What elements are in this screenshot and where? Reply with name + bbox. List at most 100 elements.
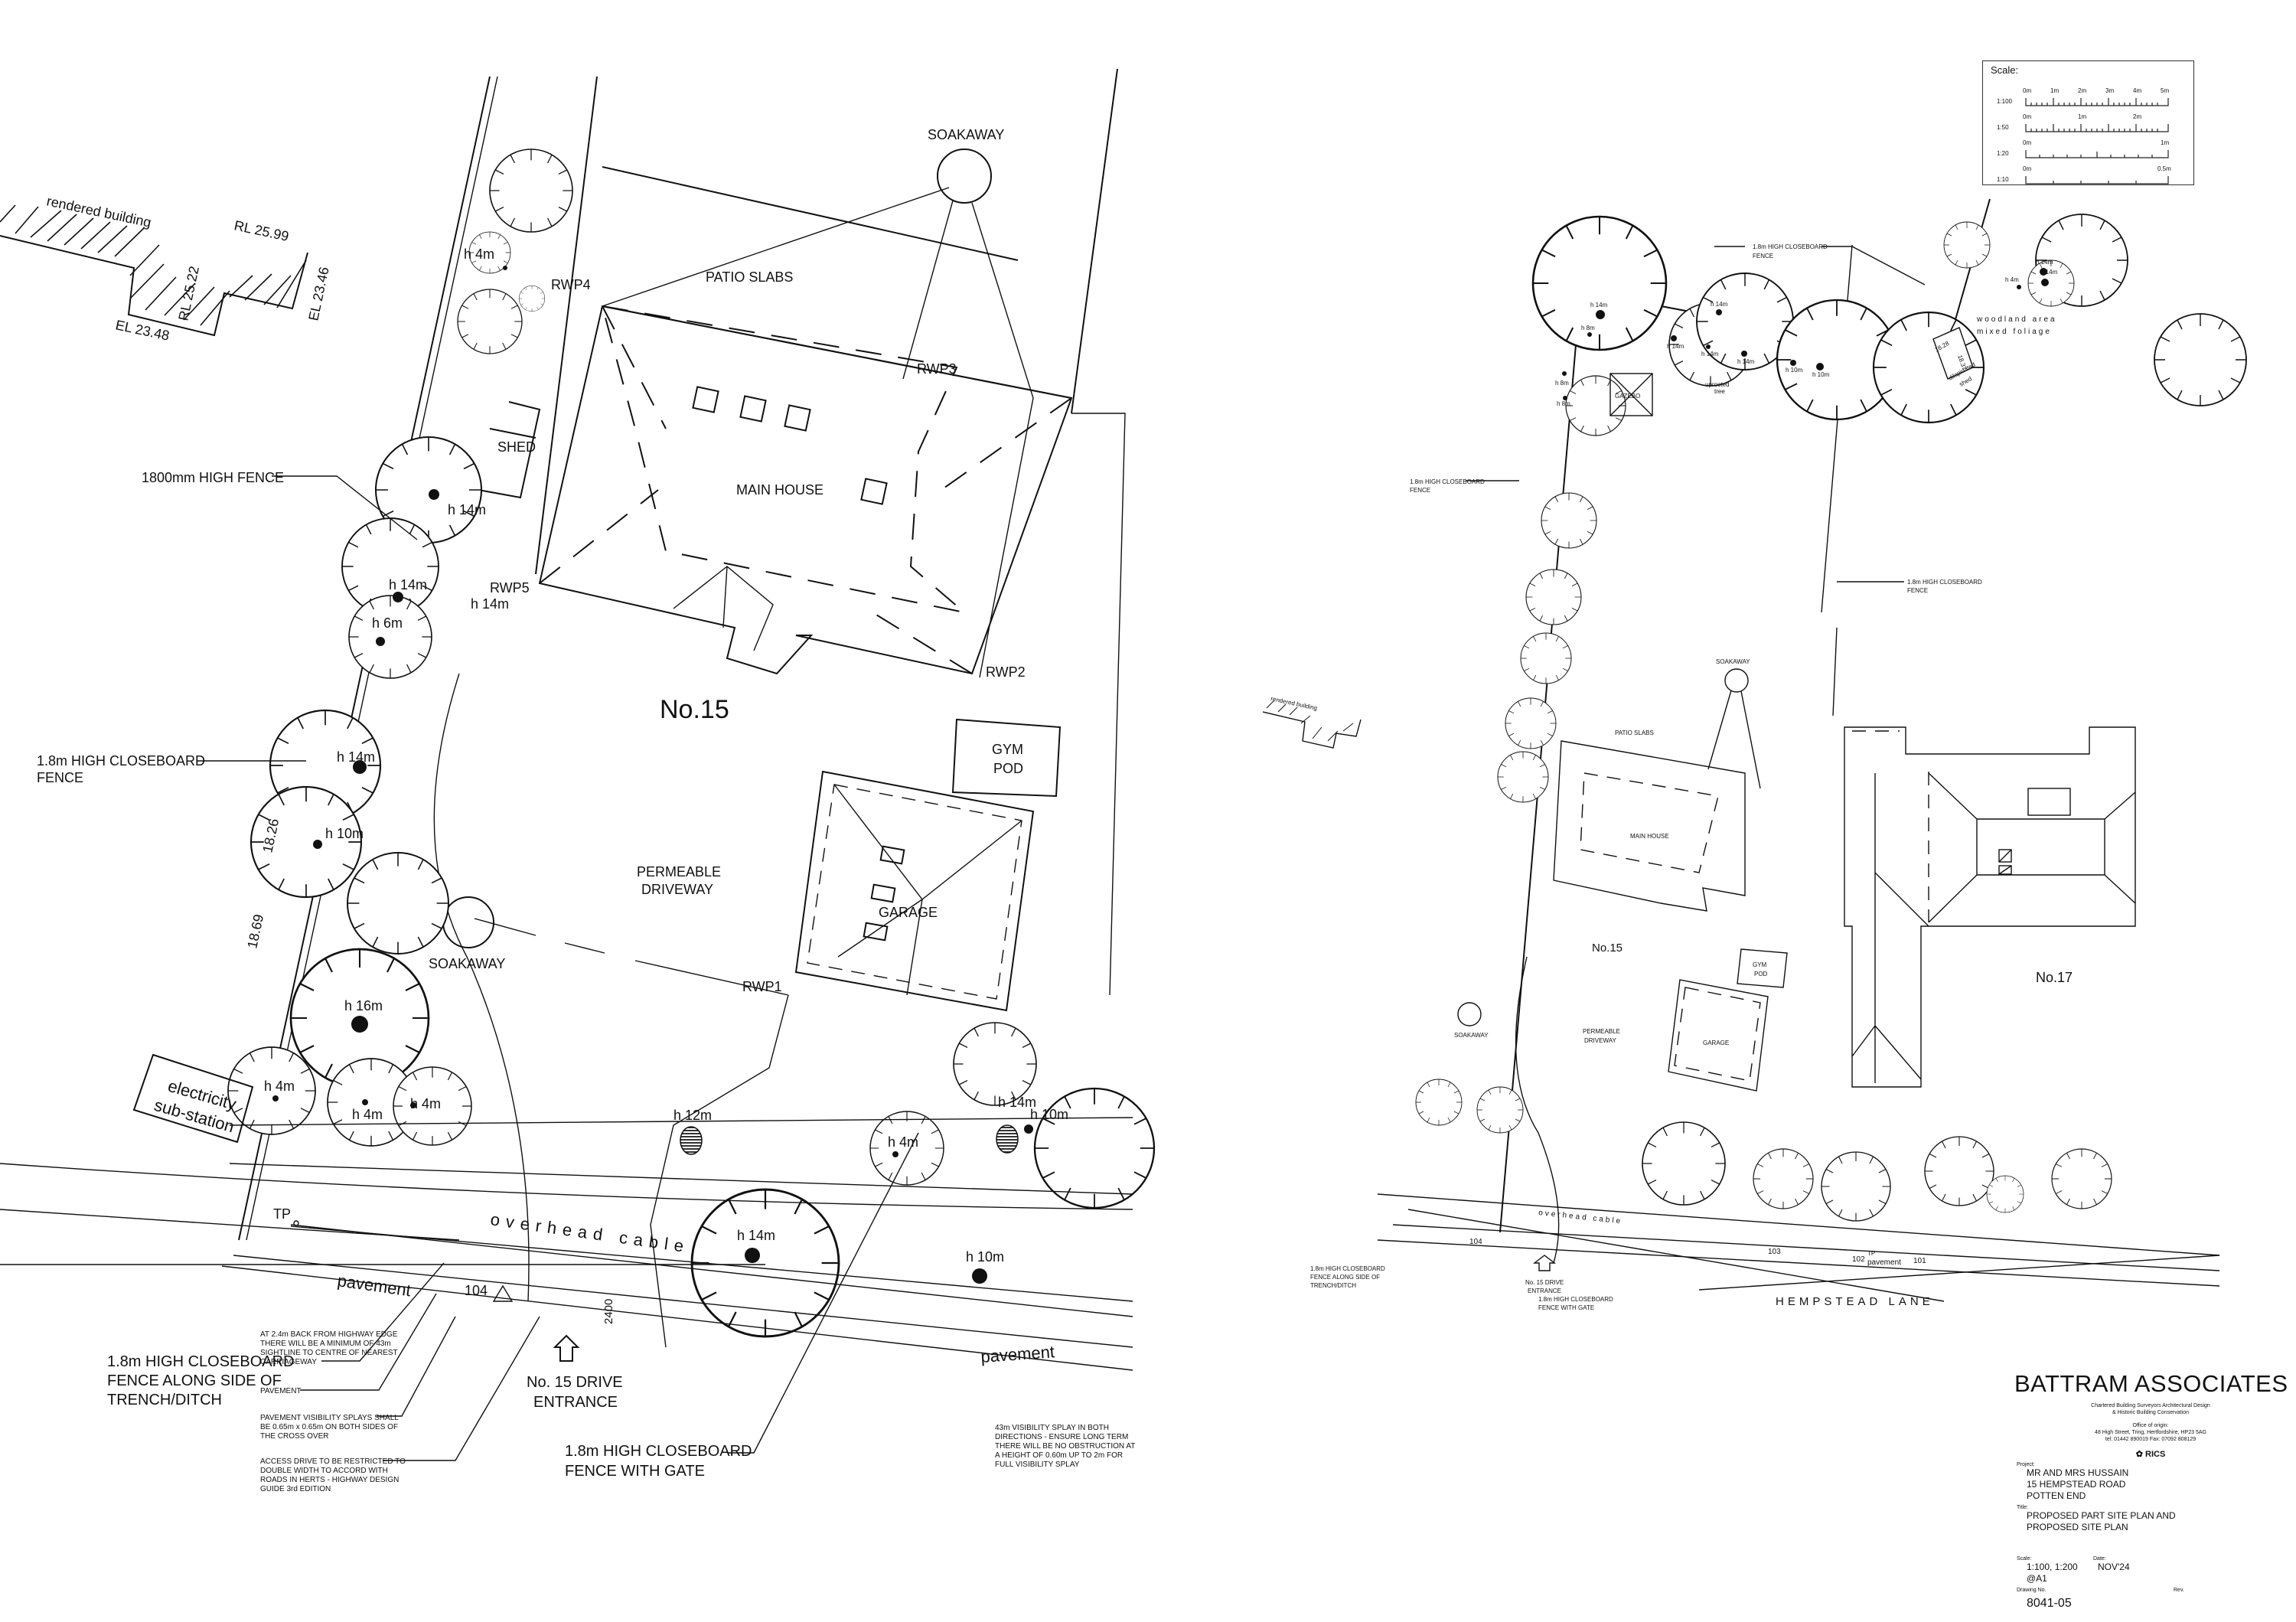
svg-text:0.5m: 0.5m: [2157, 165, 2171, 172]
svg-text:3m: 3m: [2105, 87, 2114, 94]
soakaway-top: [937, 148, 992, 204]
svg-text:h 4m: h 4m: [2005, 276, 2019, 283]
svg-text:TRENCH/DITCH: TRENCH/DITCH: [107, 1392, 222, 1408]
svg-text:PERMEABLE: PERMEABLE: [637, 864, 721, 880]
svg-text:4m: 4m: [2133, 87, 2141, 94]
svg-text:RWP3: RWP3: [917, 361, 957, 377]
part-site-plan: rendered building RL 25.99 RL 25.22 EL 2…: [0, 68, 1156, 1493]
svg-text:104: 104: [1469, 1238, 1482, 1246]
svg-text:BE 0.65m x 0.65m ON BOTH SIDES: BE 0.65m x 0.65m ON BOTH SIDES OF: [260, 1423, 398, 1431]
svg-text:h 10m: h 10m: [966, 1249, 1004, 1265]
road-name: HEMPSTEAD LANE: [1776, 1295, 1934, 1308]
garage: [794, 770, 1035, 1012]
svg-text:GYM: GYM: [1753, 961, 1767, 968]
svg-text:SHED: SHED: [497, 439, 536, 455]
svg-text:h 14m: h 14m: [2036, 259, 2053, 266]
svg-text:h 4m: h 4m: [352, 1107, 383, 1122]
highway-notes: AT 2.4m BACK FROM HIGHWAY EDGE THERE WIL…: [260, 1262, 1135, 1493]
svg-text:h 8m: h 8m: [1581, 325, 1595, 331]
svg-text:1:20: 1:20: [1997, 150, 2009, 157]
svg-text:0m: 0m: [2023, 165, 2031, 172]
svg-text:PAVEMENT VISIBILITY SPLAYS SHA: PAVEMENT VISIBILITY SPLAYS SHALL: [260, 1414, 399, 1422]
svg-text:h 14m: h 14m: [337, 749, 375, 765]
svg-text:DRIVEWAY: DRIVEWAY: [1584, 1037, 1616, 1044]
svg-text:THERE WILL BE NO OBSTRUCTION A: THERE WILL BE NO OBSTRUCTION AT: [995, 1442, 1135, 1451]
svg-text:h 14m: h 14m: [1711, 301, 1728, 308]
svg-text:No. 15 DRIVE: No. 15 DRIVE: [527, 1374, 623, 1391]
svg-text:SOAKAWAY: SOAKAWAY: [1454, 1032, 1489, 1039]
svg-text:h 14m: h 14m: [471, 596, 509, 612]
site-tree-labels: h 14m h 8m h 8m h 8m h 14m h 14m h 14m h…: [1555, 259, 2058, 407]
svg-text:THERE WILL BE A MINIMUM OF 43m: THERE WILL BE A MINIMUM OF 43m: [260, 1340, 391, 1348]
rics-logo: ✿ RICS: [2135, 1450, 2166, 1459]
svg-text:TRENCH/DITCH: TRENCH/DITCH: [1310, 1282, 1356, 1289]
svg-text:h 8m: h 8m: [1555, 380, 1569, 387]
svg-text:43m VISIBILITY SPLAY IN BOTH: 43m VISIBILITY SPLAY IN BOTH: [995, 1424, 1109, 1432]
svg-text:103: 103: [1768, 1248, 1781, 1256]
tree-height-labels: h 4m h 14m h 14m h 14m h 6m h 14m h 10m …: [264, 246, 1068, 1284]
svg-text:1m: 1m: [2050, 87, 2059, 94]
svg-text:FENCE WITH GATE: FENCE WITH GATE: [565, 1463, 705, 1480]
svg-text:FENCE ALONG SIDE OF: FENCE ALONG SIDE OF: [107, 1372, 282, 1389]
svg-text:MAIN HOUSE: MAIN HOUSE: [736, 482, 823, 498]
svg-text:h 14m: h 14m: [998, 1095, 1036, 1110]
svg-text:h 14m: h 14m: [2040, 269, 2058, 276]
svg-text:TP: TP: [1867, 1250, 1875, 1257]
svg-text:1.8m HIGH CLOSEBOARD: 1.8m HIGH CLOSEBOARD: [107, 1353, 295, 1370]
svg-text:h 10m: h 10m: [1812, 371, 1830, 378]
svg-text:RL 25.22: RL 25.22: [175, 265, 202, 322]
svg-text:RWP5: RWP5: [490, 580, 530, 596]
svg-text:1m: 1m: [2078, 113, 2086, 120]
svg-text:h 14m: h 14m: [737, 1228, 775, 1243]
svg-text:pavement: pavement: [336, 1271, 412, 1300]
svg-text:2400: 2400: [602, 1299, 615, 1324]
full-site-plan: GAZEBO dilapidated shed 18.28 18.37 wood…: [1262, 198, 2247, 1311]
svg-text:1.8m HIGH CLOSEBOARD: 1.8m HIGH CLOSEBOARD: [37, 753, 205, 769]
svg-text:POD: POD: [993, 761, 1023, 776]
svg-text:RWP4: RWP4: [551, 277, 591, 292]
svg-text:h 10m: h 10m: [1786, 367, 1803, 374]
svg-text:GAZEBO: GAZEBO: [1615, 393, 1640, 400]
neighbour-label: rendered building: [45, 193, 152, 230]
svg-text:h 6m: h 6m: [372, 615, 403, 631]
svg-text:1.8m HIGH CLOSEBOARD: 1.8m HIGH CLOSEBOARD: [1410, 478, 1485, 485]
svg-text:DIRECTIONS - ENSURE LONG TERM: DIRECTIONS - ENSURE LONG TERM: [995, 1433, 1128, 1441]
gym-pod: [951, 718, 1062, 798]
svg-text:FENCE WITH GATE: FENCE WITH GATE: [1538, 1304, 1594, 1311]
svg-text:h 8m: h 8m: [1557, 400, 1570, 407]
svg-text:PATIO SLABS: PATIO SLABS: [706, 269, 793, 285]
svg-text:RWP2: RWP2: [986, 664, 1026, 680]
svg-text:SOAKAWAY: SOAKAWAY: [1716, 658, 1750, 665]
rics-lion-icon: ✿: [2135, 1450, 2143, 1459]
svg-text:PATIO SLABS: PATIO SLABS: [1615, 729, 1654, 736]
date-value: NOV'24: [2098, 1562, 2130, 1572]
svg-text:RWP1: RWP1: [742, 979, 782, 994]
svg-text:1.8m HIGH CLOSEBOARD: 1.8m HIGH CLOSEBOARD: [565, 1443, 752, 1460]
svg-text:h 4m: h 4m: [464, 246, 494, 262]
svg-text:101: 101: [1913, 1257, 1926, 1265]
svg-text:POD: POD: [1754, 971, 1768, 977]
svg-text:104: 104: [465, 1283, 488, 1298]
svg-text:0m: 0m: [2023, 113, 2031, 120]
svg-text:FENCE ALONG SIDE OF: FENCE ALONG SIDE OF: [1310, 1274, 1380, 1281]
svg-text:FENCE: FENCE: [1753, 253, 1773, 259]
svg-text:No.17: No.17: [2036, 970, 2073, 985]
svg-text:18.69: 18.69: [244, 913, 266, 950]
soakaway-bottom: [442, 896, 494, 948]
svg-text:0m: 0m: [2023, 139, 2031, 146]
svg-text:1m: 1m: [2161, 139, 2169, 146]
svg-text:GARAGE: GARAGE: [1703, 1039, 1729, 1046]
svg-text:uprooted: uprooted: [1705, 381, 1730, 388]
svg-text:No. 15 DRIVE: No. 15 DRIVE: [1525, 1279, 1564, 1286]
svg-text:AT 2.4m BACK FROM HIGHWAY EDGE: AT 2.4m BACK FROM HIGHWAY EDGE: [260, 1330, 398, 1339]
main-house-roof: [601, 305, 967, 614]
svg-text:A HEIGHT OF 0.60m UP TO 2m FOR: A HEIGHT OF 0.60m UP TO 2m FOR: [995, 1451, 1123, 1460]
svg-text:h 12m: h 12m: [673, 1108, 712, 1123]
svg-text:DRIVEWAY: DRIVEWAY: [641, 882, 713, 897]
svg-text:2m: 2m: [2078, 87, 2086, 94]
neighbour-building: rendered building RL 25.99 RL 25.22 EL 2…: [0, 193, 332, 344]
svg-text:THE CROSS OVER: THE CROSS OVER: [260, 1432, 328, 1441]
svg-text:1:100: 1:100: [1997, 98, 2013, 105]
svg-text:1:10: 1:10: [1997, 176, 2009, 183]
svg-text:CARRIAGEWAY: CARRIAGEWAY: [260, 1358, 317, 1366]
